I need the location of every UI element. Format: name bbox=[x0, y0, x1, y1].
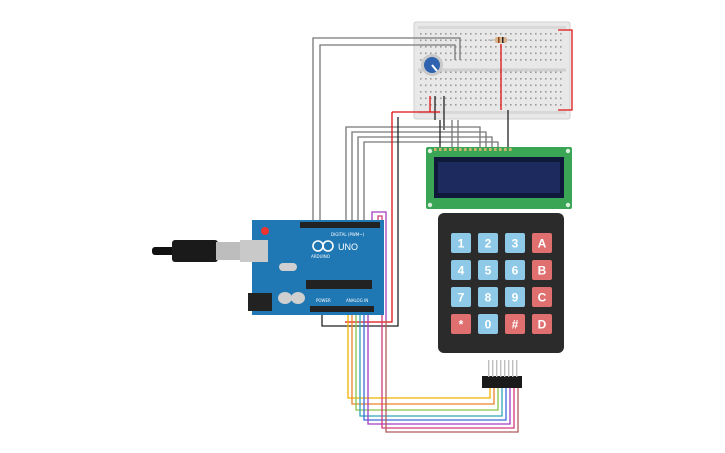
keypad-key-label: 5 bbox=[485, 264, 492, 278]
keypad-connector-pins bbox=[488, 360, 518, 377]
lcd-pin-header bbox=[434, 148, 512, 151]
lcd-pin bbox=[454, 148, 457, 151]
lcd-pin bbox=[489, 148, 492, 151]
lcd-pin bbox=[449, 148, 452, 151]
keypad-keys: 1 2 3 A 4 5 6 B 7 8 9 C * 0 # D bbox=[451, 233, 552, 334]
lcd-pin bbox=[509, 148, 512, 151]
keypad-key-label: 3 bbox=[512, 237, 519, 251]
breadboard[interactable] bbox=[413, 21, 571, 120]
lcd-pin bbox=[504, 148, 507, 151]
arduino-model-label: UNO bbox=[338, 242, 358, 252]
keypad-key-label: 1 bbox=[458, 237, 465, 251]
keypad-pin bbox=[496, 360, 498, 377]
keypad-key[interactable]: 6 bbox=[505, 260, 525, 280]
usb-cable bbox=[152, 240, 246, 262]
lcd-pin bbox=[444, 148, 447, 151]
keypad-key[interactable]: 3 bbox=[505, 233, 525, 253]
lcd-display[interactable] bbox=[426, 147, 572, 209]
lcd-pin bbox=[464, 148, 467, 151]
lcd-pin bbox=[469, 148, 472, 151]
keypad-key-label: # bbox=[512, 318, 519, 332]
lcd-pin bbox=[484, 148, 487, 151]
analog-header-label: ANALOG IN bbox=[346, 298, 368, 303]
keypad-key-label: * bbox=[459, 318, 464, 332]
lcd-pin bbox=[439, 148, 442, 151]
keypad-key[interactable]: C bbox=[532, 287, 552, 307]
keypad-key-label: A bbox=[538, 237, 547, 251]
keypad-key-label: 4 bbox=[458, 264, 465, 278]
keypad-key-label: 7 bbox=[458, 291, 465, 305]
keypad-key[interactable]: 8 bbox=[478, 287, 498, 307]
keypad-pin bbox=[504, 360, 506, 377]
keypad[interactable]: 1 2 3 A 4 5 6 B 7 8 9 C * 0 # D bbox=[438, 213, 564, 388]
keypad-pin bbox=[492, 360, 494, 377]
power-header-label: POWER bbox=[316, 298, 331, 303]
keypad-key[interactable]: 2 bbox=[478, 233, 498, 253]
keypad-key[interactable]: 1 bbox=[451, 233, 471, 253]
keypad-pin bbox=[500, 360, 502, 377]
keypad-key-label: 9 bbox=[512, 291, 519, 305]
keypad-key-label: D bbox=[538, 318, 547, 332]
keypad-key-label: 0 bbox=[485, 318, 492, 332]
keypad-key[interactable]: 4 bbox=[451, 260, 471, 280]
lcd-pin bbox=[459, 148, 462, 151]
lcd-pin bbox=[494, 148, 497, 151]
keypad-key[interactable]: 9 bbox=[505, 287, 525, 307]
potentiometer[interactable] bbox=[421, 54, 443, 76]
keypad-key-label: 8 bbox=[485, 291, 492, 305]
lcd-pin bbox=[499, 148, 502, 151]
keypad-pin bbox=[508, 360, 510, 377]
breadboard-holes bbox=[420, 33, 562, 106]
keypad-key-label: C bbox=[538, 291, 547, 305]
keypad-pin bbox=[512, 360, 514, 377]
keypad-key[interactable]: A bbox=[532, 233, 552, 253]
keypad-key[interactable]: # bbox=[505, 314, 525, 334]
lcd-pin bbox=[474, 148, 477, 151]
lcd-pin bbox=[479, 148, 482, 151]
keypad-pin bbox=[488, 360, 490, 377]
lcd-pin bbox=[434, 148, 437, 151]
keypad-key[interactable]: * bbox=[451, 314, 471, 334]
keypad-key[interactable]: 0 bbox=[478, 314, 498, 334]
keypad-key-label: B bbox=[538, 264, 547, 278]
keypad-key[interactable]: 7 bbox=[451, 287, 471, 307]
arduino-board[interactable]: DIGITAL (PWM~) POWER ANALOG IN UNO ARDUI… bbox=[152, 220, 384, 315]
arduino-brand-label: ARDUINO bbox=[311, 254, 330, 259]
keypad-pin bbox=[516, 360, 518, 377]
arduino-logo: UNO ARDUINO bbox=[311, 240, 358, 259]
keypad-key-label: 6 bbox=[512, 264, 519, 278]
digital-header-label: DIGITAL (PWM~) bbox=[331, 232, 365, 237]
keypad-key-label: 2 bbox=[485, 237, 492, 251]
keypad-key[interactable]: 5 bbox=[478, 260, 498, 280]
resistor[interactable] bbox=[488, 37, 512, 43]
keypad-key[interactable]: B bbox=[532, 260, 552, 280]
keypad-key[interactable]: D bbox=[532, 314, 552, 334]
